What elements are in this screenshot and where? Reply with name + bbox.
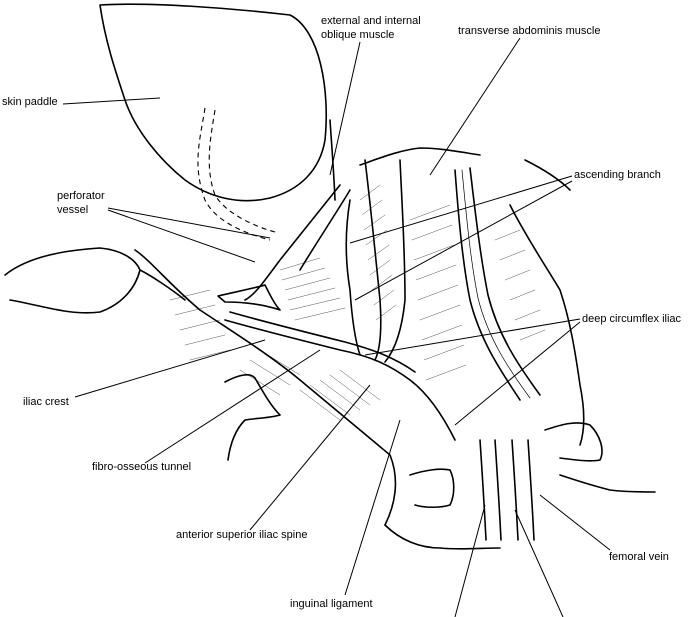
right-outer-edge bbox=[524, 159, 571, 191]
leader-dci-1 bbox=[364, 318, 581, 356]
lower-retractor-2 bbox=[409, 468, 455, 509]
perforator-stem bbox=[329, 119, 336, 201]
central-muscle-left bbox=[364, 159, 382, 361]
leader-ascending-1 bbox=[349, 175, 573, 244]
label-inguinal-ligament: inguinal ligament bbox=[290, 598, 373, 610]
perforator-dashed-path bbox=[197, 107, 271, 241]
upper-muscle-edge bbox=[359, 147, 481, 166]
leader-bottom-1 bbox=[454, 504, 486, 617]
small-retractor-clip bbox=[217, 284, 281, 311]
vessel-branch-1 bbox=[244, 184, 341, 301]
label-femoral-vein: femoral vein bbox=[609, 551, 669, 563]
label-perforator-line2: vessel bbox=[57, 204, 89, 216]
tissue-outline bbox=[134, 249, 397, 526]
vessel-branch-2 bbox=[299, 189, 351, 271]
leader-bottom-2 bbox=[514, 509, 564, 617]
tissue-lower-edge bbox=[384, 524, 501, 550]
femoral-vessel-2 bbox=[494, 439, 502, 541]
leader-dci-2 bbox=[454, 321, 581, 426]
label-skin-paddle: skin paddle bbox=[2, 96, 58, 108]
label-external-internal-oblique-line1: external and internal bbox=[321, 15, 421, 27]
femoral-vessel-3 bbox=[511, 439, 519, 541]
label-perforator-line1: perforator bbox=[57, 190, 105, 202]
transverse-column-left bbox=[454, 169, 521, 401]
left-retractor bbox=[4, 247, 141, 314]
label-ascending-branch: ascending branch bbox=[574, 169, 661, 181]
leader-ascending-2 bbox=[354, 180, 573, 301]
femoral-vessel-4 bbox=[527, 439, 535, 541]
leader-iliac-crest bbox=[74, 339, 266, 398]
label-deep-circumflex-iliac: deep circumflex iliac bbox=[582, 313, 682, 325]
label-anterior-superior-iliac-spine: anterior superior iliac spine bbox=[176, 529, 308, 541]
label-iliac-crest: iliac crest bbox=[23, 396, 69, 408]
label-fibro-osseous-tunnel: fibro-osseous tunnel bbox=[92, 461, 192, 473]
leader-transverse bbox=[429, 37, 521, 176]
leader-oblique bbox=[329, 41, 361, 176]
leader-lines bbox=[62, 37, 611, 617]
central-muscle-right bbox=[384, 159, 406, 363]
leader-perforator-2 bbox=[107, 209, 256, 263]
label-external-internal-oblique-line2: oblique muscle bbox=[321, 29, 395, 41]
leader-asis bbox=[249, 384, 371, 531]
leader-perforator-1 bbox=[107, 207, 271, 239]
leader-femoral-vein bbox=[539, 494, 611, 551]
lower-left-retractor bbox=[224, 373, 281, 461]
right-bone-edge bbox=[509, 204, 585, 446]
right-retractor bbox=[544, 422, 603, 462]
label-transverse-abdominis: transverse abdominis muscle bbox=[458, 25, 601, 37]
leader-inguinal bbox=[344, 419, 401, 596]
leader-fibro-osseous bbox=[144, 349, 321, 464]
skin-paddle-outline bbox=[99, 3, 328, 202]
muscle-hatching bbox=[169, 184, 546, 421]
femoral-vessel-1 bbox=[479, 439, 487, 541]
deep-circumflex-iliac-vessel bbox=[224, 319, 456, 441]
perforator-dashed-path-2 bbox=[208, 109, 276, 233]
leader-skin-paddle bbox=[62, 97, 161, 105]
transverse-column-inner bbox=[461, 169, 531, 399]
